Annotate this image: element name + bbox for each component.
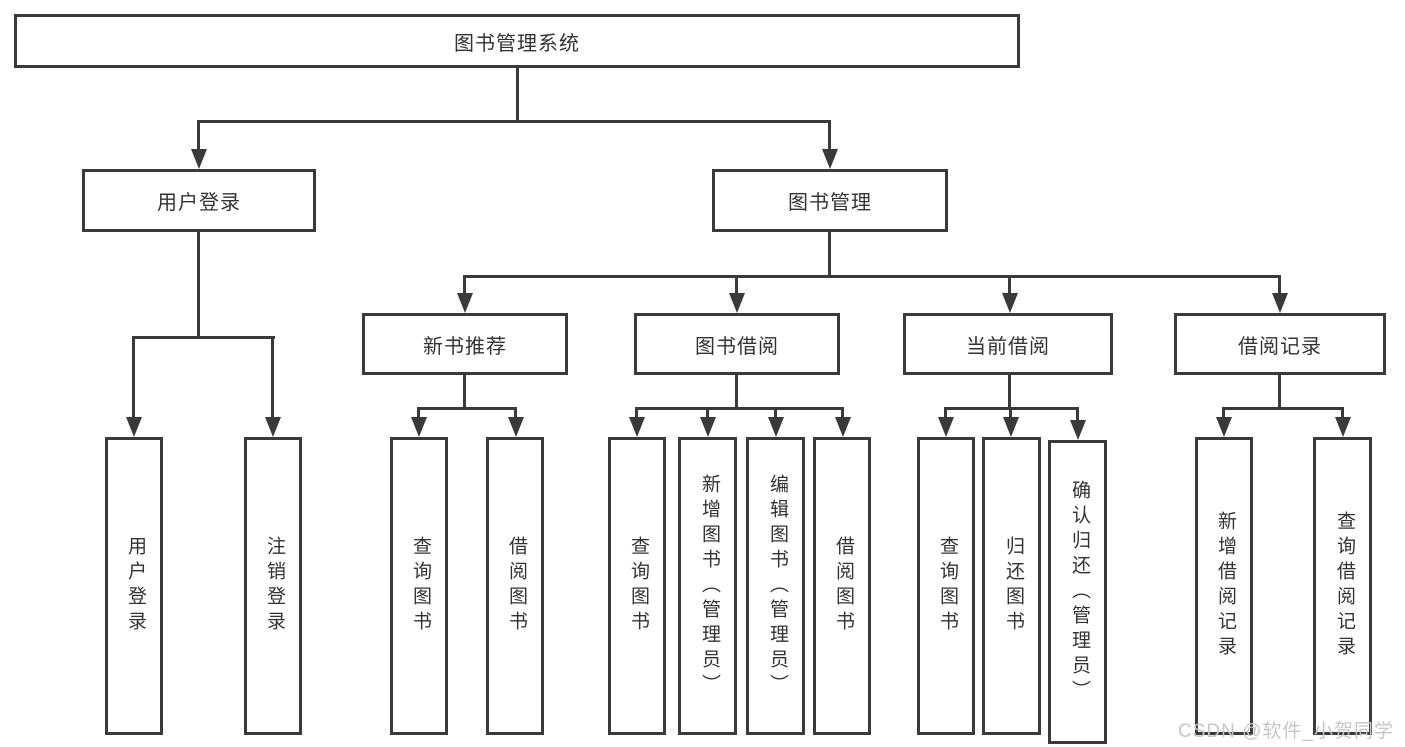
connector-drop (774, 407, 777, 421)
arrow-down-icon (457, 293, 473, 313)
connector-drop (735, 275, 738, 297)
leaf-current-query-book-label: 查询图书 (937, 536, 958, 636)
arrow-down-icon (508, 417, 524, 437)
node-book-borrow: 图书借阅 (634, 313, 840, 375)
arrow-down-icon (1070, 420, 1086, 440)
connector-drop (417, 407, 420, 421)
leaf-borrow-borrow-book-label: 借阅图书 (833, 536, 854, 636)
leaf-current-return-book-label: 归还图书 (1003, 536, 1024, 636)
connector-book-mgmt-rail (463, 275, 1281, 278)
connector-records-rail (1222, 407, 1344, 410)
connector-current-stem (1008, 375, 1011, 407)
connector-drop (1341, 407, 1344, 421)
leaf-logout: 注销登录 (244, 437, 302, 735)
connector-drop (635, 407, 638, 421)
leaf-borrow-add-book: 新增图书（管理员） (678, 437, 737, 735)
leaf-borrow-borrow-book: 借阅图书 (813, 437, 871, 735)
node-user-login-branch-label: 用户登录 (157, 192, 241, 214)
connector-drop (197, 120, 200, 151)
node-root: 图书管理系统 (14, 14, 1020, 68)
node-borrow-records: 借阅记录 (1174, 313, 1386, 375)
connector-drop (1222, 407, 1225, 421)
connector-drop (828, 120, 831, 151)
connector-drop (463, 275, 466, 297)
leaf-records-add-record-label: 新增借阅记录 (1215, 511, 1236, 661)
leaf-recommend-borrow-book: 借阅图书 (486, 437, 544, 735)
leaf-borrow-edit-book: 编辑图书（管理员） (746, 437, 805, 735)
connector-drop (132, 336, 135, 419)
arrow-down-icon (1335, 417, 1351, 437)
leaf-user-login: 用户登录 (105, 437, 163, 735)
node-book-borrow-label: 图书借阅 (695, 335, 779, 358)
arrow-down-icon (265, 417, 281, 437)
node-user-login-branch: 用户登录 (82, 169, 316, 232)
leaf-recommend-borrow-book-label: 借阅图书 (506, 536, 527, 636)
connector-drop (514, 407, 517, 421)
leaf-current-query-book: 查询图书 (917, 437, 975, 735)
node-book-management: 图书管理 (712, 169, 948, 232)
connector-drop (1076, 407, 1079, 423)
leaf-current-confirm-return: 确认归还（管理员） (1048, 440, 1107, 744)
connector-user-login-stem (197, 232, 200, 336)
connector-drop (841, 407, 844, 421)
connector-root-rail (197, 120, 831, 123)
arrow-down-icon (938, 417, 954, 437)
arrow-down-icon (126, 417, 142, 437)
arrow-down-icon (1216, 417, 1232, 437)
connector-recommend-stem (463, 375, 466, 407)
leaf-current-return-book: 归还图书 (982, 437, 1041, 735)
node-borrow-records-label: 借阅记录 (1238, 335, 1322, 358)
arrow-down-icon (1272, 293, 1288, 313)
node-new-book-recommend-label: 新书推荐 (423, 335, 507, 358)
connector-drop (944, 407, 947, 421)
csdn-watermark: CSDN @软件_小贺同学 (1178, 721, 1394, 742)
connector-drop (1008, 275, 1011, 297)
arrow-down-icon (1002, 293, 1018, 313)
leaf-borrow-query-book: 查询图书 (608, 437, 666, 735)
arrow-down-icon (191, 149, 207, 169)
arrow-down-icon (768, 417, 784, 437)
arrow-down-icon (835, 417, 851, 437)
connector-drop (1278, 275, 1281, 297)
arrow-down-icon (822, 149, 838, 169)
leaf-records-add-record: 新增借阅记录 (1195, 437, 1253, 735)
node-book-management-label: 图书管理 (788, 192, 872, 214)
connector-user-login-rail (132, 336, 275, 339)
connector-drop (271, 336, 274, 419)
connector-records-stem (1278, 375, 1281, 407)
node-root-label: 图书管理系统 (454, 32, 580, 55)
connector-borrow-rail (635, 407, 844, 410)
node-current-borrow-label: 当前借阅 (966, 335, 1050, 358)
connector-book-mgmt-stem (828, 232, 831, 275)
arrow-down-icon (1003, 417, 1019, 437)
connector-drop (1009, 407, 1012, 421)
leaf-borrow-edit-book-label: 编辑图书（管理员） (767, 473, 788, 699)
arrow-down-icon (411, 417, 427, 437)
leaf-user-login-label: 用户登录 (125, 536, 146, 636)
arrow-down-icon (629, 417, 645, 437)
leaf-records-query-record-label: 查询借阅记录 (1334, 511, 1355, 661)
node-new-book-recommend: 新书推荐 (362, 313, 568, 375)
leaf-borrow-query-book-label: 查询图书 (628, 536, 649, 636)
leaf-logout-label: 注销登录 (264, 536, 285, 636)
leaf-borrow-add-book-label: 新增图书（管理员） (699, 473, 720, 699)
leaf-current-confirm-return-label: 确认归还（管理员） (1069, 479, 1090, 705)
leaf-records-query-record: 查询借阅记录 (1313, 437, 1372, 735)
leaf-recommend-query-book-label: 查询图书 (410, 536, 431, 636)
arrow-down-icon (700, 417, 716, 437)
leaf-recommend-query-book: 查询图书 (390, 437, 448, 735)
connector-drop (706, 407, 709, 421)
arrow-down-icon (729, 293, 745, 313)
node-current-borrow: 当前借阅 (903, 313, 1113, 375)
connector-recommend-rail (417, 407, 517, 410)
connector-root-stem (516, 68, 519, 120)
connector-borrow-stem (735, 375, 738, 407)
